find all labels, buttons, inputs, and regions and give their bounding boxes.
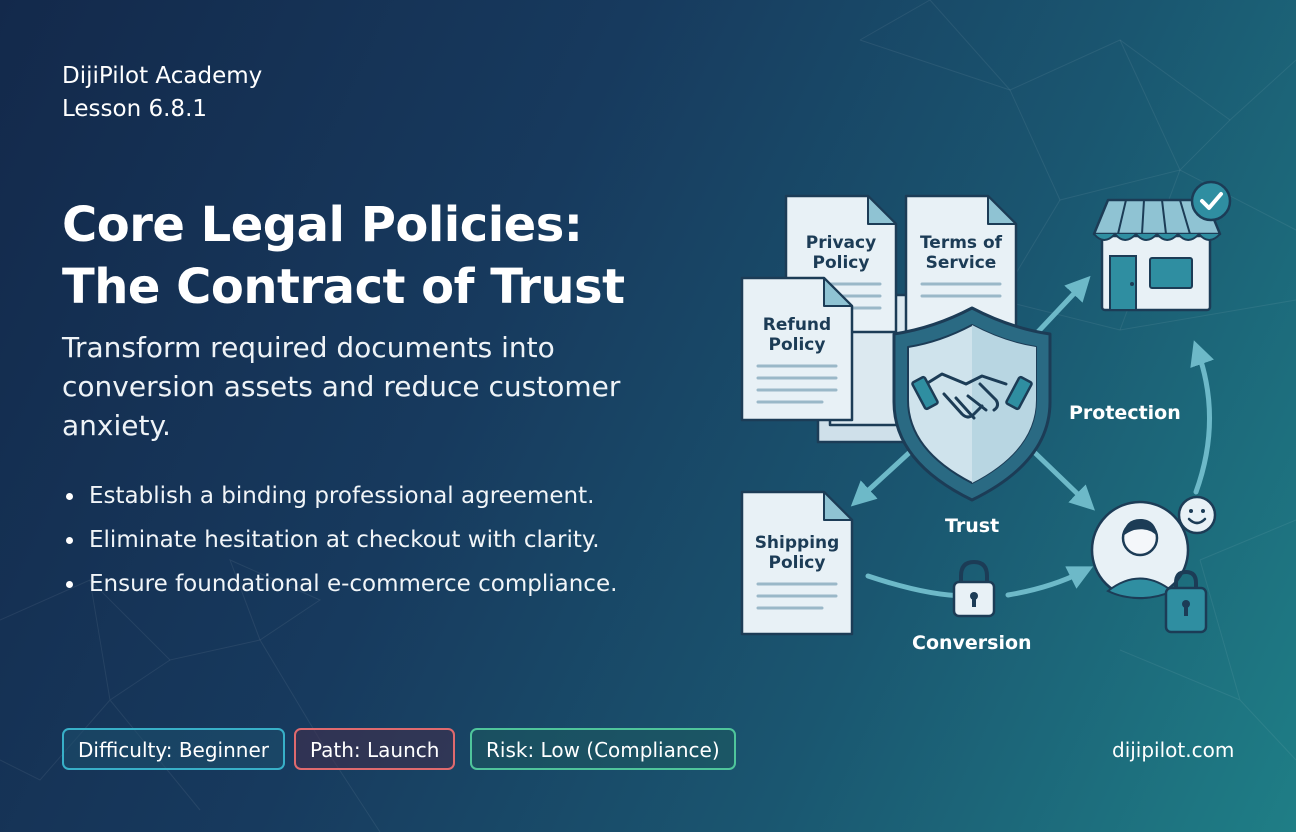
title-line-2: The Contract of Trust	[62, 259, 625, 315]
shield-icon	[892, 306, 1052, 502]
refund-label-line-1: Refund	[763, 315, 831, 335]
shipping-label-line-1: Shipping	[755, 533, 840, 553]
lesson-number: Lesson 6.8.1	[62, 96, 208, 122]
smiley-icon	[1177, 495, 1217, 535]
risk-badge: Risk: Low (Compliance)	[470, 728, 736, 770]
checkmark-badge-icon	[1190, 180, 1232, 222]
path-badge: Path: Launch	[294, 728, 456, 770]
title-line-1: Core Legal Policies:	[62, 197, 583, 253]
storefront-icon	[1092, 198, 1222, 312]
benefit-item: Ensure foundational e-commerce complianc…	[62, 562, 617, 606]
shipping-label-line-2: Policy	[769, 553, 826, 573]
customer-avatar-icon	[1090, 500, 1190, 600]
trust-cycle-illustration: Privacy Policy Terms of Service Refund P…	[740, 180, 1232, 654]
difficulty-badge: Difficulty: Beginner	[62, 728, 285, 770]
academy-name: DijiPilot Academy	[62, 63, 263, 89]
terms-label-line-2: Service	[926, 253, 997, 273]
privacy-label-line-1: Privacy	[806, 233, 876, 253]
benefit-item: Eliminate hesitation at checkout with cl…	[62, 518, 617, 562]
page-title: Core Legal Policies: The Contract of Tru…	[62, 194, 625, 318]
handshake-icon	[924, 372, 1008, 420]
refund-label-line-2: Policy	[769, 335, 826, 355]
site-url: dijipilot.com	[1112, 738, 1235, 762]
benefit-list: Establish a binding professional agreeme…	[62, 474, 617, 606]
brand-block: DijiPilot Academy Lesson 6.8.1	[62, 60, 262, 126]
subtitle: Transform required documents into conver…	[62, 331, 621, 442]
terms-label-line-1: Terms of	[920, 233, 1003, 253]
terms-of-service-document-icon: Terms of Service	[904, 194, 1018, 340]
shipping-policy-document-icon: Shipping Policy	[740, 490, 854, 636]
conversion-label: Conversion	[912, 632, 1032, 654]
protection-label: Protection	[1069, 402, 1181, 424]
padlock-icon	[952, 559, 996, 618]
privacy-label-line-2: Policy	[813, 253, 870, 273]
refund-policy-document-icon: Refund Policy	[740, 276, 854, 422]
trust-label: Trust	[945, 515, 999, 537]
padlock-icon	[1164, 569, 1208, 634]
benefit-item: Establish a binding professional agreeme…	[62, 474, 617, 518]
